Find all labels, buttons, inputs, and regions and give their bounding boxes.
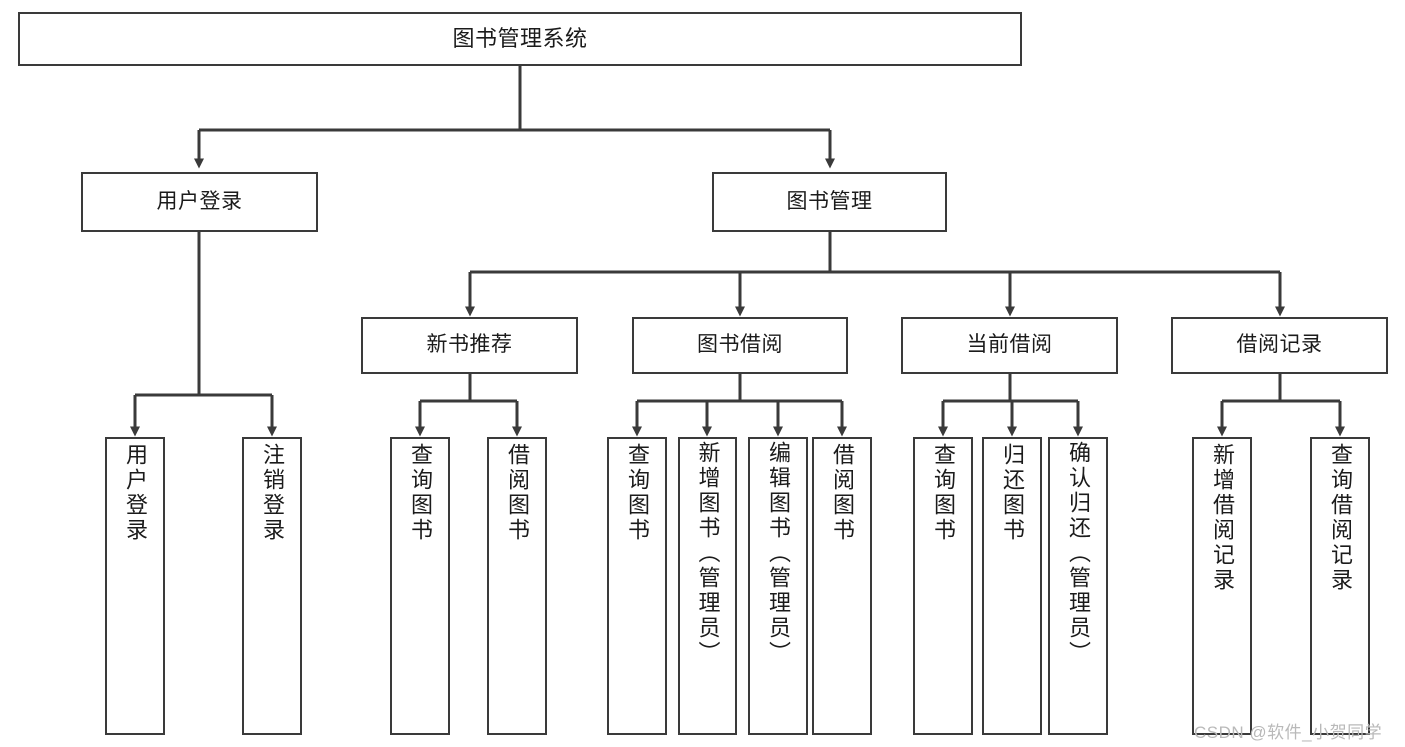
node-leaf-borrow-book-1-label: 借阅图书 xyxy=(505,443,530,543)
node-leaf-return-book[interactable]: 归还图书 xyxy=(982,437,1042,735)
node-leaf-query-book-3[interactable]: 查询图书 xyxy=(913,437,973,735)
node-leaf-borrow-book-2-label: 借阅图书 xyxy=(830,443,855,543)
node-leaf-return-book-label: 归还图书 xyxy=(1000,443,1025,543)
node-leaf-query-book-2[interactable]: 查询图书 xyxy=(607,437,667,735)
node-new-book-recommend[interactable]: 新书推荐 xyxy=(361,317,578,374)
node-leaf-query-book-1-label: 查询图书 xyxy=(408,443,433,543)
node-leaf-query-borrow-record[interactable]: 查询借阅记录 xyxy=(1310,437,1370,735)
node-current-borrow-label: 当前借阅 xyxy=(966,333,1053,357)
node-borrow-record[interactable]: 借阅记录 xyxy=(1171,317,1388,374)
node-leaf-query-book-3-label: 查询图书 xyxy=(931,443,956,543)
node-leaf-confirm-return[interactable]: 确认归还（管理员） xyxy=(1048,437,1108,735)
node-leaf-query-borrow-record-label: 查询借阅记录 xyxy=(1328,443,1353,593)
node-current-borrow[interactable]: 当前借阅 xyxy=(901,317,1118,374)
node-leaf-borrow-book-2[interactable]: 借阅图书 xyxy=(812,437,872,735)
watermark: CSDN @软件_小贺同学 xyxy=(1194,723,1383,742)
node-leaf-user-login[interactable]: 用户登录 xyxy=(105,437,165,735)
node-leaf-logout-login-label: 注销登录 xyxy=(260,443,285,543)
node-book-management-label: 图书管理 xyxy=(786,189,873,213)
node-leaf-edit-book[interactable]: 编辑图书（管理员） xyxy=(748,437,808,735)
node-leaf-add-borrow-record[interactable]: 新增借阅记录 xyxy=(1192,437,1252,735)
node-user-login-label: 用户登录 xyxy=(156,189,243,213)
node-book-borrow-label: 图书借阅 xyxy=(697,333,783,357)
node-leaf-edit-book-label: 编辑图书（管理员） xyxy=(766,441,791,666)
node-book-management[interactable]: 图书管理 xyxy=(712,172,947,232)
node-root[interactable]: 图书管理系统 xyxy=(18,12,1022,66)
node-leaf-add-book[interactable]: 新增图书（管理员） xyxy=(678,437,737,735)
node-leaf-confirm-return-label: 确认归还（管理员） xyxy=(1066,441,1091,666)
node-leaf-add-borrow-record-label: 新增借阅记录 xyxy=(1210,443,1235,593)
node-borrow-record-label: 借阅记录 xyxy=(1236,333,1323,357)
node-new-book-recommend-label: 新书推荐 xyxy=(426,333,513,357)
node-leaf-query-book-1[interactable]: 查询图书 xyxy=(390,437,450,735)
node-leaf-logout-login[interactable]: 注销登录 xyxy=(242,437,302,735)
node-root-label: 图书管理系统 xyxy=(452,26,588,52)
node-leaf-query-book-2-label: 查询图书 xyxy=(625,443,650,543)
node-leaf-user-login-label: 用户登录 xyxy=(123,443,148,543)
node-user-login[interactable]: 用户登录 xyxy=(81,172,318,232)
node-leaf-borrow-book-1[interactable]: 借阅图书 xyxy=(487,437,547,735)
node-leaf-add-book-label: 新增图书（管理员） xyxy=(695,441,721,666)
node-book-borrow[interactable]: 图书借阅 xyxy=(632,317,848,374)
